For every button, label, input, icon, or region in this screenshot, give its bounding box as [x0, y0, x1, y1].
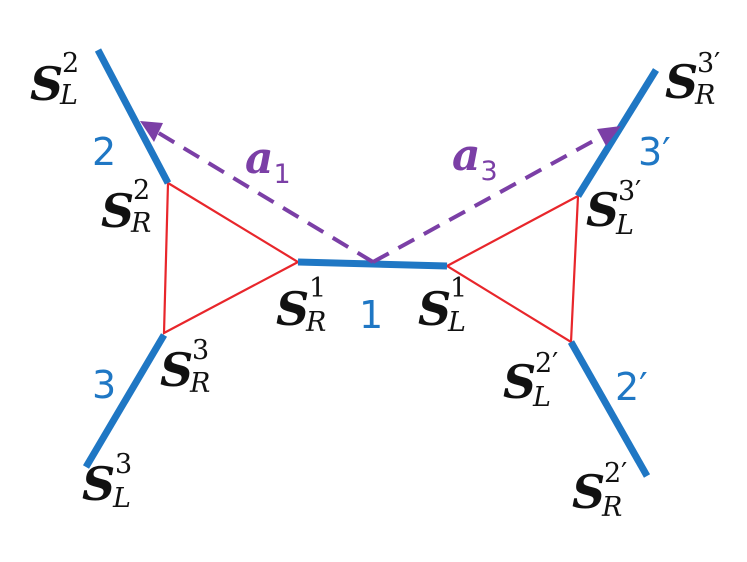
- svg-text:R: R: [601, 492, 622, 523]
- svg-text:R: R: [305, 307, 326, 338]
- segment-number-2: 2: [92, 130, 116, 174]
- left-triangle: [162, 181, 301, 335]
- svg-text:S: S: [586, 183, 619, 237]
- vector-a3-label: a3: [452, 130, 498, 187]
- bond-lower-right: [567, 340, 651, 478]
- label-s-l-3: S 3 L: [82, 449, 132, 514]
- svg-text:S: S: [665, 55, 698, 109]
- label-s-l-2: S 2 L: [30, 48, 79, 111]
- vector-a3-line: [372, 132, 607, 264]
- svg-text:1: 1: [450, 273, 467, 304]
- label-s-r-1: S 1 R: [276, 273, 326, 338]
- svg-text:R: R: [189, 368, 210, 399]
- svg-text:S: S: [503, 355, 536, 409]
- vector-a1-arrowhead: [140, 121, 163, 142]
- vector-a1-label: a1: [245, 133, 291, 190]
- bond-upper-left: [94, 48, 172, 185]
- svg-text:L: L: [532, 382, 551, 413]
- label-s-r-3: S 3 R: [160, 335, 210, 399]
- svg-text:S: S: [418, 282, 451, 336]
- bond-upper-right: [575, 68, 659, 198]
- vector-a3-arrowhead: [597, 126, 621, 146]
- svg-text:2′: 2′: [535, 348, 558, 379]
- svg-text:3: 3: [192, 335, 209, 366]
- svg-text:R: R: [130, 208, 151, 239]
- svg-text:R: R: [694, 80, 715, 111]
- svg-text:1: 1: [309, 273, 326, 304]
- label-s-r-2-prime: S 2′ R: [572, 458, 627, 523]
- svg-text:S: S: [276, 282, 309, 336]
- svg-text:2′: 2′: [604, 458, 627, 489]
- label-s-r-3-prime: S 3′ R: [665, 48, 720, 111]
- segment-number-1: 1: [359, 293, 383, 337]
- label-s-l-3-prime: S 3′ L: [586, 176, 641, 241]
- segment-number-3: 3: [92, 363, 116, 407]
- vector-a1-line: [150, 127, 375, 264]
- segment-number-3-prime: 3′: [638, 130, 671, 174]
- svg-text:S: S: [82, 457, 115, 511]
- right-triangle: [444, 194, 580, 344]
- svg-text:L: L: [447, 307, 466, 338]
- svg-text:L: L: [59, 80, 78, 111]
- svg-text:2: 2: [62, 48, 79, 79]
- svg-text:S: S: [30, 57, 63, 111]
- label-s-l-1: S 1 L: [418, 273, 467, 338]
- svg-text:S: S: [160, 343, 193, 397]
- svg-text:3′: 3′: [697, 48, 720, 79]
- label-s-r-2: S 2 R: [101, 175, 151, 239]
- svg-text:S: S: [572, 465, 605, 519]
- segment-number-2-prime: 2′: [615, 365, 648, 409]
- svg-text:2: 2: [133, 175, 150, 206]
- bond-center: [297, 258, 448, 270]
- label-s-l-2-prime: S 2′ L: [503, 348, 558, 413]
- svg-text:S: S: [101, 184, 134, 238]
- svg-text:3: 3: [115, 449, 132, 480]
- svg-text:3′: 3′: [618, 176, 641, 207]
- svg-text:L: L: [112, 483, 131, 514]
- bond-lower-left: [82, 333, 168, 469]
- svg-text:L: L: [615, 210, 634, 241]
